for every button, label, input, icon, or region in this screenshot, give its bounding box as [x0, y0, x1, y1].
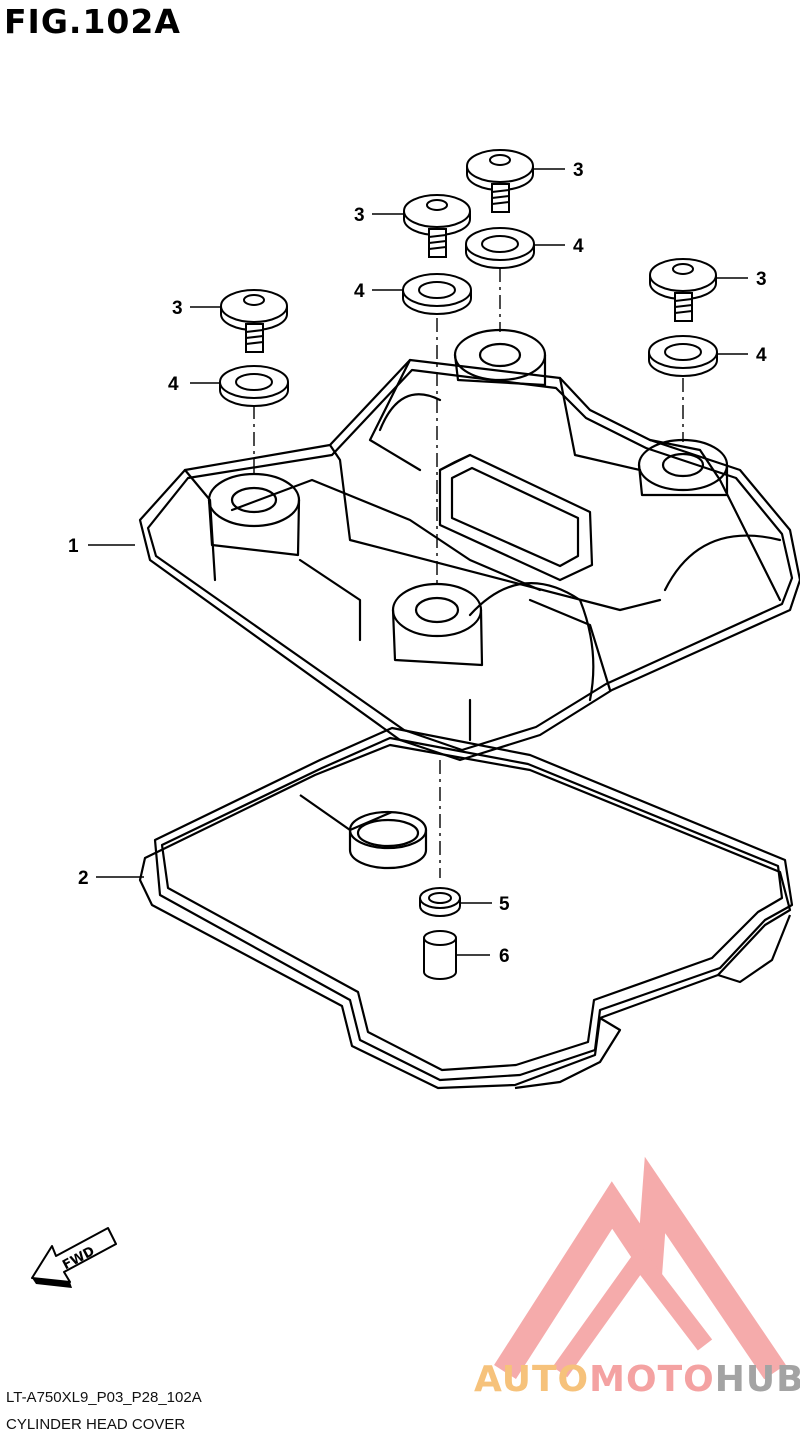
cylinder-head-cover-part-1[interactable] — [138, 328, 800, 762]
callout-part-1: 1 — [68, 536, 79, 557]
callout-part-4-c: 4 — [168, 374, 179, 395]
callout-part-3-a: 3 — [573, 160, 584, 181]
callout-part-4-d: 4 — [756, 345, 767, 366]
bolt-part-3-b[interactable] — [403, 194, 471, 258]
seal-part-4-b[interactable] — [402, 273, 472, 315]
bolt-part-3-d[interactable] — [649, 258, 717, 322]
seal-part-4-a[interactable] — [465, 227, 535, 269]
gasket-part-2[interactable] — [138, 726, 794, 1090]
watermark-moto: MOTO — [589, 1359, 715, 1400]
callout-part-6: 6 — [499, 946, 510, 967]
callout-part-4-b: 4 — [354, 281, 365, 302]
bolt-part-3-c[interactable] — [220, 289, 288, 353]
leader-lines — [88, 168, 748, 956]
bolt-part-3-a[interactable] — [466, 149, 534, 213]
figure-title: FIG.102A — [4, 2, 181, 41]
figure-name: CYLINDER HEAD COVER — [6, 1416, 186, 1433]
seal-part-4-d[interactable] — [648, 335, 718, 377]
guide-lines — [253, 268, 684, 878]
seal-part-4-c[interactable] — [219, 365, 289, 407]
callout-part-5: 5 — [499, 894, 510, 915]
callout-part-3-c: 3 — [172, 298, 183, 319]
dowel-pin-part-6[interactable] — [423, 930, 457, 980]
callout-part-4-a: 4 — [573, 236, 584, 257]
callout-part-2: 2 — [78, 868, 89, 889]
figure-code: LT-A750XL9_P03_P28_102A — [6, 1389, 202, 1406]
fwd-arrow-icon: FWD — [31, 1227, 117, 1288]
seal-ring-part-5[interactable] — [419, 887, 461, 917]
callout-part-3-d: 3 — [756, 269, 767, 290]
watermark-auto: AUTO — [474, 1359, 590, 1400]
watermark-text: AUTOMOTOHUB — [474, 1360, 800, 1400]
callout-part-3-b: 3 — [354, 205, 365, 226]
callouts: 1 2 3 3 3 3 4 4 4 4 5 6 — [68, 160, 767, 967]
watermark-hub: HUB — [714, 1359, 800, 1400]
watermark-logo-icon — [494, 1156, 786, 1380]
